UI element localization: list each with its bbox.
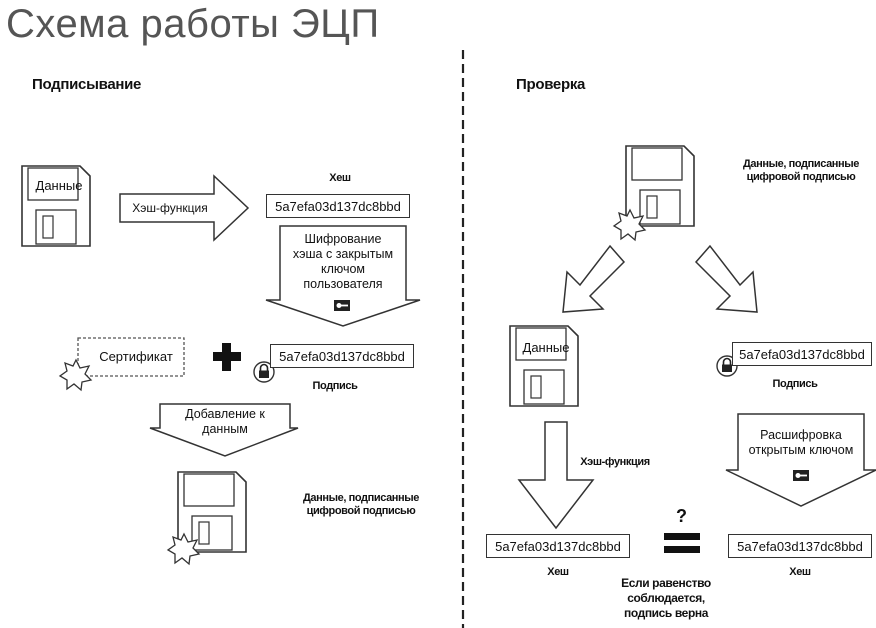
conclusion-label: Если равенство соблюдается, подпись верн… <box>621 576 711 620</box>
verify-signature-box: 5a7efa03d137dc8bbd <box>732 342 872 366</box>
encrypt-label: Шифрование хэша с закрытым ключом пользо… <box>292 232 394 291</box>
key-icon <box>334 300 350 311</box>
arrow-icon <box>562 244 626 313</box>
verify-hash-function-label: Хэш-функция <box>580 456 650 468</box>
signing-heading: Подписывание <box>32 76 142 93</box>
hash-caption: Хеш <box>329 172 351 184</box>
hash-value-box: 5a7efa03d137dc8bbd <box>266 194 410 218</box>
floppy-disk-icon <box>509 325 579 407</box>
signed-data-label: Данные, подписанные цифровой подписью <box>302 492 420 517</box>
arrow-icon <box>694 244 758 313</box>
verify-signature-caption: Подпись <box>772 378 818 390</box>
question-mark: ? <box>676 506 687 526</box>
hash-left-caption: Хеш <box>547 566 569 578</box>
data-label: Данные <box>35 178 83 193</box>
arrow-icon <box>725 413 876 507</box>
floppy-disk-icon <box>177 471 247 553</box>
certificate-label: Сертификат <box>99 349 173 364</box>
page-title: Схема работы ЭЦП <box>6 2 380 46</box>
arrow-icon <box>149 403 299 457</box>
signature-caption: Подпись <box>312 380 358 392</box>
arrow-icon <box>265 225 421 327</box>
hash-right-caption: Хеш <box>789 566 811 578</box>
hash-left-box: 5a7efa03d137dc8bbd <box>486 534 630 558</box>
hash-function-label: Хэш-функция <box>132 201 208 215</box>
verification-heading: Проверка <box>516 76 586 93</box>
verify-data-label: Данные <box>522 340 570 355</box>
plus-icon <box>213 343 241 371</box>
arrow-icon <box>119 174 250 242</box>
hash-right-box: 5a7efa03d137dc8bbd <box>728 534 872 558</box>
key-icon <box>793 470 809 481</box>
certificate-box <box>77 337 185 377</box>
equals-icon <box>664 533 700 553</box>
decrypt-label: Расшифровка открытым ключом <box>748 428 854 457</box>
verify-signed-data-label: Данные, подписанные цифровой подписью <box>742 158 860 183</box>
append-label: Добавление к данным <box>185 407 265 436</box>
arrow-icon <box>517 421 595 530</box>
signature-value-box: 5a7efa03d137dc8bbd <box>270 344 414 368</box>
floppy-disk-icon <box>625 145 695 227</box>
